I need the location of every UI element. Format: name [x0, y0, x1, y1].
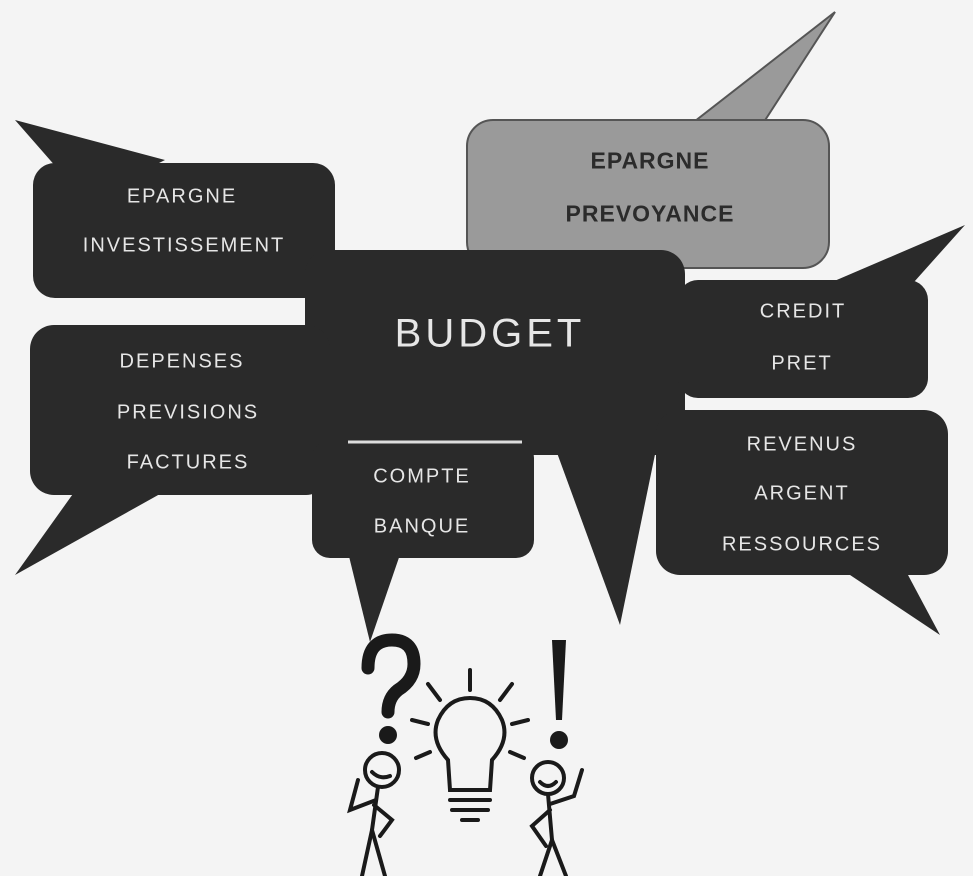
bubble-budget [305, 250, 685, 625]
label-compte: COMPTE [373, 465, 471, 488]
question-mark-icon [361, 633, 421, 744]
stick-figure-icon [347, 751, 401, 876]
light-bulb-icon [410, 668, 530, 822]
label-ressources: RESSOURCES [721, 533, 883, 556]
label-budget: BUDGET [394, 311, 586, 356]
stick-figure-icon [529, 760, 584, 876]
label-epargne: EPARGNE [126, 185, 238, 208]
bubble-compte [312, 440, 534, 642]
bubble-depenses [15, 325, 330, 575]
label-previsions: PREVISIONS [116, 401, 260, 424]
bubble-epargne-investissement [15, 120, 335, 298]
label-epargne-grey: EPARGNE [590, 147, 710, 174]
label-banque: BANQUE [373, 515, 471, 538]
bubble-revenus [656, 410, 948, 635]
label-investissement: INVESTISSEMENT [82, 234, 286, 257]
label-factures: FACTURES [126, 451, 250, 474]
exclamation-mark-icon [550, 640, 568, 749]
label-pret: PRET [771, 352, 833, 375]
bubble-epargne-prevoyance [466, 11, 836, 269]
bubble-credit [678, 225, 965, 398]
label-credit: CREDIT [759, 300, 847, 323]
label-depenses: DEPENSES [119, 350, 245, 373]
label-revenus: REVENUS [746, 433, 858, 456]
label-prevoyance: PREVOYANCE [565, 200, 735, 227]
label-argent: ARGENT [754, 482, 850, 505]
